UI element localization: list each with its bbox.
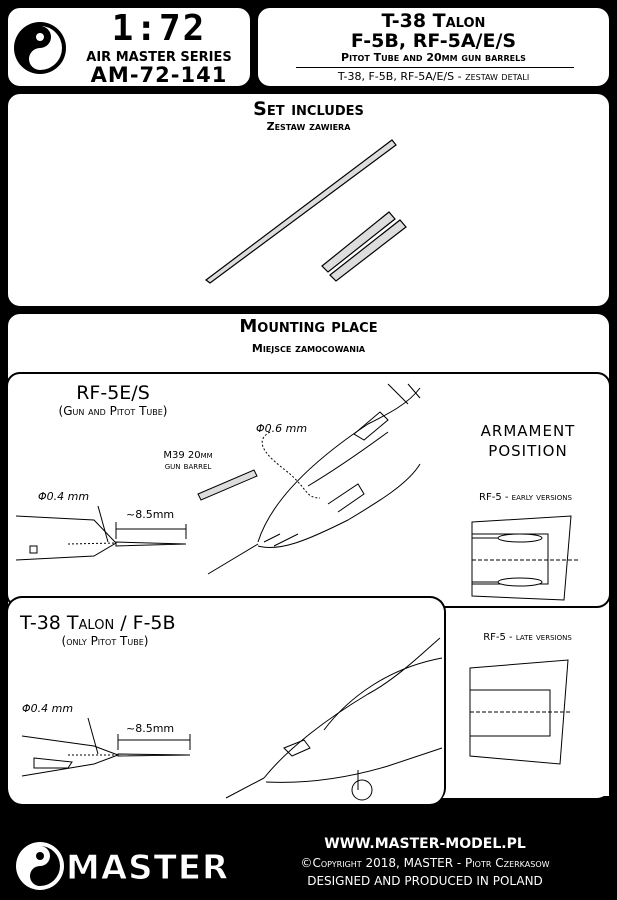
footer-brand: MASTER bbox=[65, 848, 230, 889]
t38-pitot-diameter-label: Φ0.4 mm bbox=[22, 702, 74, 715]
master-footer-logo-icon bbox=[16, 842, 64, 890]
mounting-title: Mounting place bbox=[239, 316, 378, 337]
rf5-aircraft-drawing bbox=[207, 383, 421, 575]
armament-late-bg bbox=[448, 610, 609, 796]
rf5-title: RF-5E/S bbox=[76, 382, 150, 404]
series-label: AIR MASTER SERIES bbox=[86, 50, 232, 65]
rf5-subtitle: (Gun and Pitot Tube) bbox=[58, 404, 168, 418]
gun-label-1: M39 20mm bbox=[163, 450, 213, 461]
header-right-panel: T-38 Talon F-5B, RF-5A/E/S Pitot Tube an… bbox=[256, 6, 611, 88]
footer-url: WWW.MASTER-MODEL.PL bbox=[324, 836, 526, 852]
gun-barrel-drawing bbox=[197, 431, 321, 501]
gun-diameter-label: Φ0.6 mm bbox=[256, 422, 308, 435]
gun-barrel-part-1 bbox=[321, 211, 396, 273]
subtitle: Pitot Tube and 20mm gun barrels bbox=[341, 51, 526, 64]
rf5-pitot-diameter-label: Φ0.4 mm bbox=[38, 490, 90, 503]
master-logo-icon bbox=[14, 22, 66, 74]
title-line2: F-5B, RF-5A/E/S bbox=[350, 30, 517, 52]
product-code: AM-72-141 bbox=[90, 63, 228, 87]
divider bbox=[296, 67, 574, 68]
gun-barrel-part-2 bbox=[329, 219, 407, 282]
mounting-title-polish: Miejsce zamocowania bbox=[251, 342, 366, 355]
set-title-polish: Zestaw zawiera bbox=[266, 120, 351, 133]
t38-subtitle: (only Pitot Tube) bbox=[61, 634, 149, 648]
rf5-panel: RF-5E/S (Gun and Pitot Tube) ARMAMENT PO… bbox=[6, 372, 611, 608]
footer-produced: DESIGNED AND PRODUCED IN POLAND bbox=[307, 874, 543, 888]
set-title: Set includes bbox=[253, 98, 364, 120]
parts-drawing bbox=[205, 139, 407, 284]
set-includes-panel: Set includes Zestaw zawiera bbox=[6, 92, 611, 308]
footer-copyright: ©Copyright 2018, MASTER - Piotr Czerkaso… bbox=[300, 856, 550, 870]
title-line1: T-38 Talon bbox=[381, 10, 486, 32]
rf5-pitot-detail bbox=[15, 505, 187, 561]
armament-late-label-front: RF-5 - late versions bbox=[483, 632, 572, 643]
gun-label-2: gun barrel bbox=[164, 461, 212, 472]
t38-pitot-detail bbox=[21, 717, 191, 777]
t38-panel: T-38 Talon / F-5B (only Pitot Tube) Φ0.4… bbox=[6, 596, 446, 804]
scale-label: 1:72 bbox=[111, 8, 207, 49]
t38-length-label: ~8.5mm bbox=[126, 722, 175, 735]
subtitle-polish: T-38, F-5B, RF-5A/E/S - zestaw detali bbox=[337, 70, 530, 83]
armament-title-2: POSITION bbox=[488, 442, 568, 460]
rf5-length-label: ~8.5mm bbox=[126, 508, 175, 521]
t38-drawing bbox=[21, 637, 443, 801]
header-left-panel: 1:72 AIR MASTER SERIES AM-72-141 bbox=[6, 6, 252, 88]
t38-title: T-38 Talon / F-5B bbox=[20, 612, 176, 634]
pitot-tube-part bbox=[205, 139, 397, 284]
armament-early-drawing bbox=[471, 515, 578, 601]
rf5-drawing bbox=[15, 383, 578, 601]
armament-title: ARMAMENT bbox=[480, 422, 576, 440]
t38-aircraft-drawing bbox=[225, 637, 443, 801]
armament-early-label: RF-5 - early versions bbox=[479, 492, 572, 503]
